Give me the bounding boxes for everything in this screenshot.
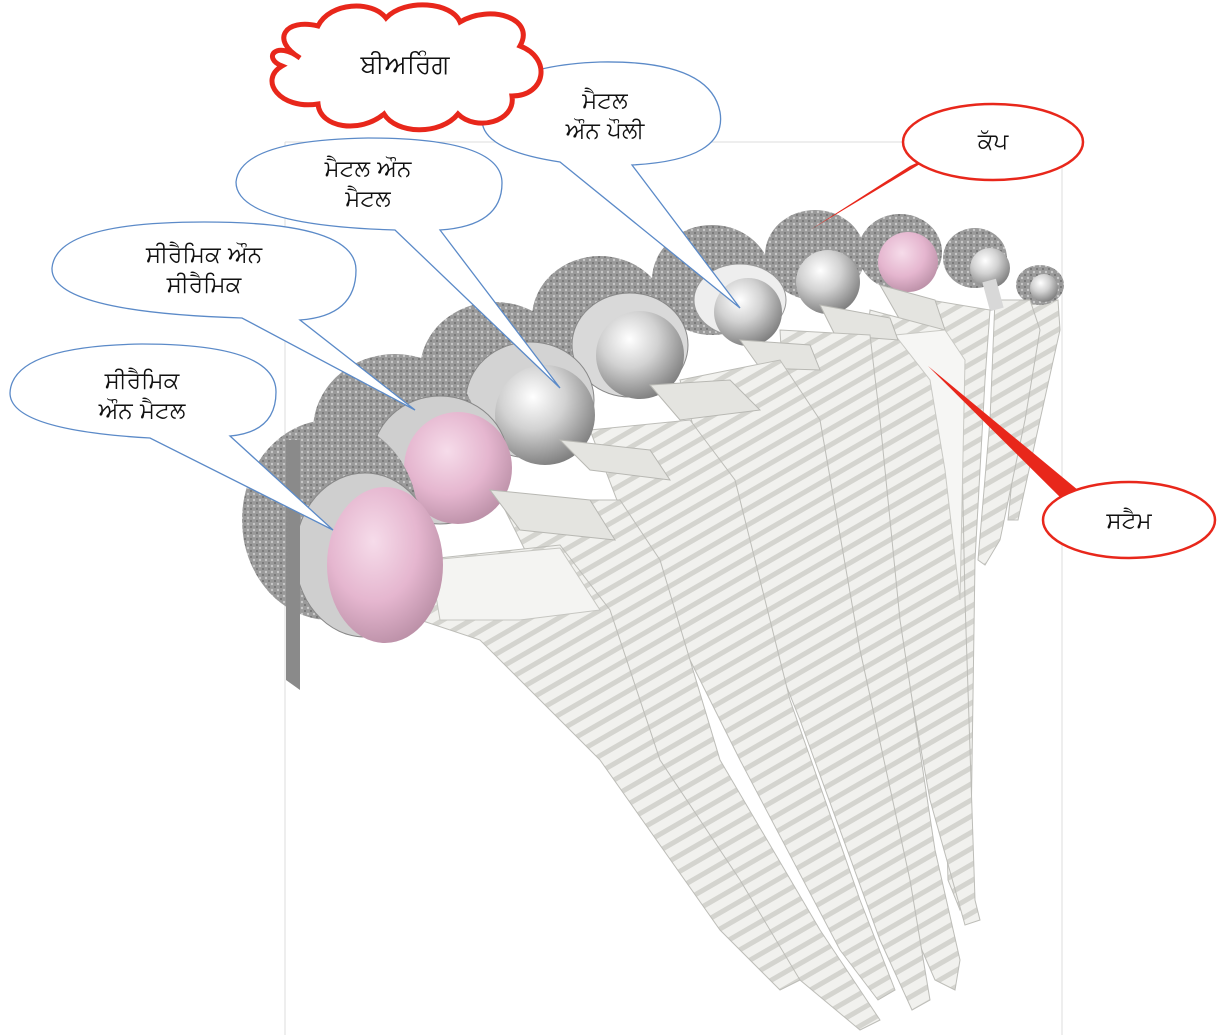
callout-cup bbox=[810, 104, 1083, 230]
implant-row bbox=[242, 210, 1064, 1030]
bearing-cloud bbox=[272, 5, 541, 130]
